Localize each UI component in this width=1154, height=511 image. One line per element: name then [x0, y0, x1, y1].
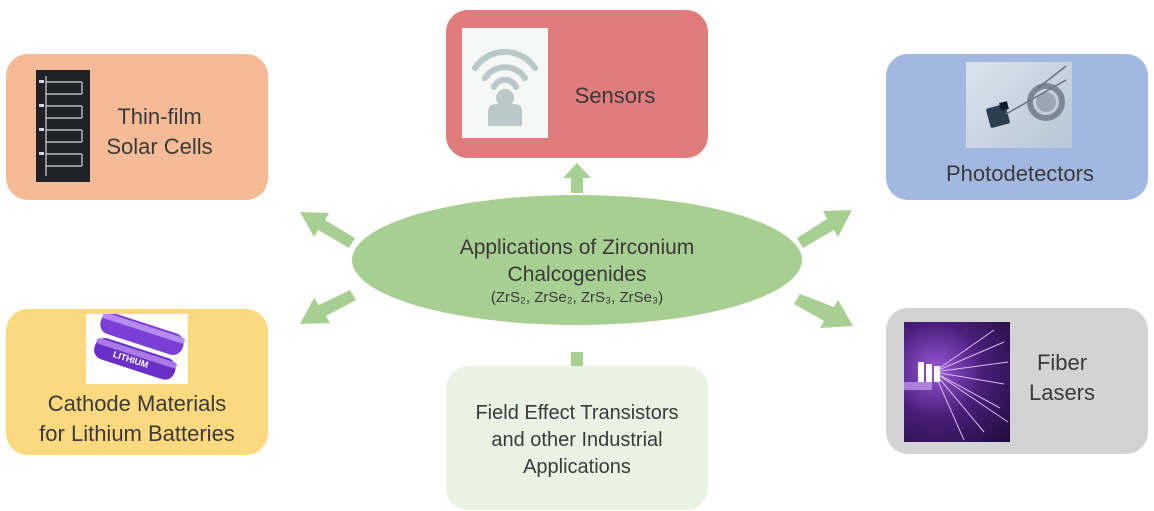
center-title: Applications of Zirconium Chalcogenides	[352, 234, 802, 288]
fet-line3: Applications	[523, 456, 631, 478]
lasers-line1: Fiber	[1036, 350, 1088, 375]
fet-label: Field Effect Transistors and other Indus…	[450, 400, 704, 481]
photodetectors-label: Photodetectors	[946, 161, 1094, 186]
arrow-to-lasers	[794, 294, 853, 328]
solar-cells-label: Thin-film Solar Cells	[92, 102, 227, 162]
arrow-to-photodetectors	[797, 210, 852, 248]
lasers-label: Fiber Lasers	[1012, 348, 1112, 408]
solar-cells-line2: Solar Cells	[106, 134, 213, 159]
arrow-to-batteries	[300, 290, 356, 324]
battery-icon: LITHIUM	[86, 314, 188, 384]
fiber-laser-icon	[904, 322, 1010, 442]
center-ellipse	[352, 195, 802, 325]
photodetector-icon	[966, 62, 1072, 148]
arrow-to-solar	[300, 212, 355, 248]
fet-line1: Field Effect Transistors	[475, 402, 679, 424]
sensors-label: Sensors	[574, 83, 656, 108]
center-title-line1: Applications of Zirconium	[459, 236, 695, 259]
fet-line2: and other Industrial	[491, 429, 663, 451]
fet-node	[446, 366, 708, 510]
arrow-to-sensors	[563, 163, 591, 193]
wireless-sensor-icon	[462, 28, 548, 138]
solar-cells-line1: Thin-film	[117, 104, 202, 129]
batteries-line1: Cathode Materials	[47, 391, 227, 416]
lasers-line2: Lasers	[1028, 380, 1096, 405]
batteries-line2: for Lithium Batteries	[39, 421, 235, 446]
batteries-label: Cathode Materials for Lithium Batteries	[20, 389, 254, 449]
center-subtitle: (ZrS₂, ZrSe₂, ZrS₃, ZrSe₃)	[490, 289, 664, 306]
center-title-line2: Chalcogenides	[507, 263, 647, 286]
solar-cell-icon	[36, 70, 90, 182]
